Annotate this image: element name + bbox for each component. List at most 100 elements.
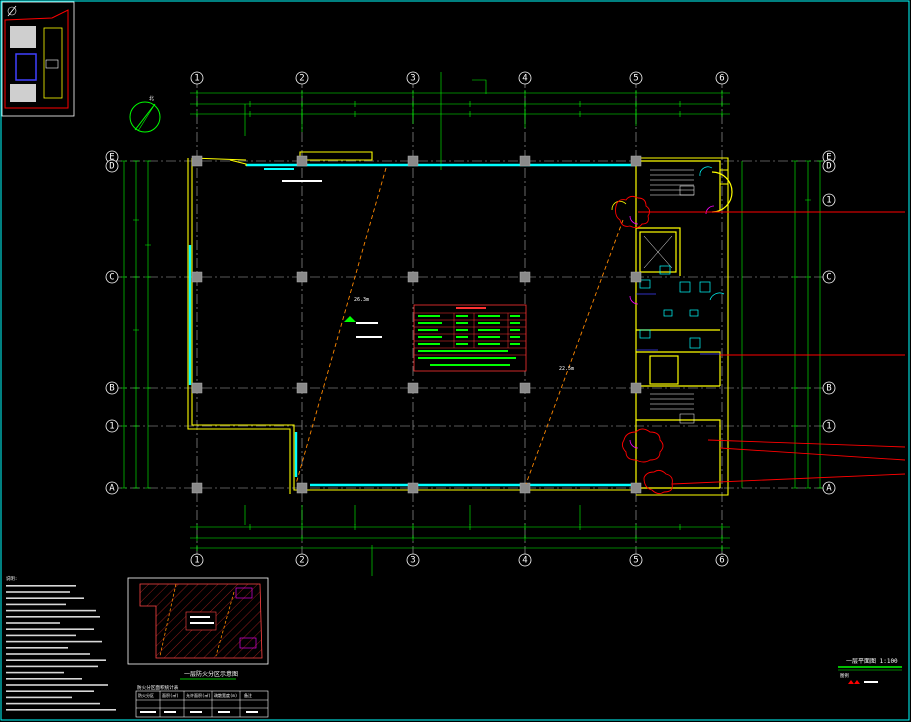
axis-row-right-C-label: C xyxy=(826,273,831,283)
column xyxy=(191,482,203,494)
axis-row-right-A-bubble xyxy=(822,481,836,495)
note-line xyxy=(6,634,76,637)
note-line xyxy=(6,603,66,606)
note-line xyxy=(6,622,60,624)
column xyxy=(519,155,531,167)
east-core-rooms xyxy=(611,160,733,489)
column xyxy=(519,382,531,394)
drawing-title-block: 一层平面图 1:100 图例 xyxy=(838,658,902,684)
axis-row-left-E-label: E xyxy=(109,153,114,163)
axis-row-left-D-bubble xyxy=(105,159,119,173)
note-line xyxy=(6,591,70,593)
note-line xyxy=(6,597,84,599)
evacuation-lines xyxy=(295,167,624,485)
note-line xyxy=(6,585,76,587)
column xyxy=(296,382,308,394)
axis-col-bottom-6-bubble xyxy=(715,553,729,567)
axis-col-top-1-bubble xyxy=(190,71,204,85)
column xyxy=(407,382,419,394)
axis-row-right-D-label: D xyxy=(826,162,831,172)
column xyxy=(191,271,203,283)
axis-col-top-6-label: 6 xyxy=(719,74,724,84)
axis-col-bottom-1-bubble xyxy=(190,553,204,567)
column xyxy=(296,155,308,167)
legend-label: 图例 xyxy=(840,672,849,679)
fire-area-table: 防火分区面积统计表 防火分区 面积(㎡) 允许面积(㎡) 疏散宽度(m) 备注 xyxy=(135,684,269,718)
column xyxy=(407,482,419,494)
axis-col-bottom-6-label: 6 xyxy=(719,556,724,566)
column xyxy=(630,382,642,394)
dimension-lines xyxy=(121,72,823,576)
axis-col-top-5-label: 5 xyxy=(633,74,638,84)
structural-columns xyxy=(191,155,642,494)
axis-col-bottom-3-bubble xyxy=(406,553,420,567)
axis-row-right-aux-bubble xyxy=(822,419,836,433)
column xyxy=(407,155,419,167)
axis-col-top-1-label: 1 xyxy=(194,74,199,84)
note-line xyxy=(6,696,72,699)
axis-row-left-B-label: B xyxy=(109,384,114,394)
north-arrow: 北 xyxy=(129,95,161,133)
fire-table-col-1: 面积(㎡) xyxy=(162,692,179,698)
fire-zone-title: 一层防火分区示意图 xyxy=(184,670,238,678)
evac-distance-1: 26.3m xyxy=(354,297,369,303)
axis-col-top-3-bubble xyxy=(406,71,420,85)
north-label: 北 xyxy=(149,95,154,102)
note-line xyxy=(6,653,90,655)
note-line xyxy=(6,665,98,668)
axis-row-right-A-label: A xyxy=(826,484,832,494)
note-line xyxy=(6,690,94,692)
axis-col-top-4-bubble xyxy=(518,71,532,85)
note-line xyxy=(6,709,116,711)
axis-row-right-D-bubble xyxy=(822,159,836,173)
fire-stats-table xyxy=(413,304,527,372)
note-line xyxy=(6,659,106,661)
plan-title: 一层平面图 1:100 xyxy=(846,658,898,665)
design-notes: 说明: xyxy=(6,575,116,711)
note-line xyxy=(6,609,96,612)
axis-row-right-B-label: B xyxy=(826,384,831,394)
note-line xyxy=(6,678,82,680)
axis-row-left-aux-bubble xyxy=(105,419,119,433)
axis-col-top-2-label: 2 xyxy=(299,74,304,84)
column xyxy=(630,482,642,494)
axis-col-top-2-bubble xyxy=(295,71,309,85)
axis-row-left-B-bubble xyxy=(105,381,119,395)
note-line xyxy=(6,628,94,630)
axis-col-bottom-2-bubble xyxy=(295,553,309,567)
fire-table-col-4: 备注 xyxy=(244,692,252,698)
column xyxy=(630,271,642,283)
note-line xyxy=(6,647,68,649)
revision-clouds xyxy=(615,195,906,495)
column xyxy=(296,482,308,494)
axis-row-left-A-label: A xyxy=(109,484,115,494)
axis-row-right-aux2-label: 1 xyxy=(826,196,831,206)
axis-col-bottom-2-label: 2 xyxy=(299,556,304,566)
axis-row-left-D-label: D xyxy=(109,162,114,172)
note-line xyxy=(6,640,102,643)
axis-col-top-6-bubble xyxy=(715,71,729,85)
column xyxy=(191,155,203,167)
axis-col-bottom-5-bubble xyxy=(629,553,643,567)
column xyxy=(519,482,531,494)
axis-row-right-B-bubble xyxy=(822,381,836,395)
center-marker xyxy=(264,168,382,338)
fire-table-col-0: 防火分区 xyxy=(138,692,154,698)
axis-row-right-C-bubble xyxy=(822,270,836,284)
axis-row-left-A-bubble xyxy=(105,481,119,495)
column xyxy=(191,382,203,394)
axis-row-right-E-label: E xyxy=(826,153,831,163)
axis-col-bottom-5-label: 5 xyxy=(633,556,638,566)
axis-col-bottom-4-label: 4 xyxy=(522,556,527,566)
note-line xyxy=(6,702,100,705)
key-plan xyxy=(1,1,75,117)
column xyxy=(407,271,419,283)
fire-table-col-2: 允许面积(㎡) xyxy=(186,692,211,698)
column xyxy=(630,155,642,167)
axis-row-right-aux2-bubble xyxy=(822,193,836,207)
column xyxy=(519,271,531,283)
axis-col-top-5-bubble xyxy=(629,71,643,85)
fire-table-col-3: 疏散宽度(m) xyxy=(214,692,237,698)
axis-row-left-C-label: C xyxy=(109,273,114,283)
